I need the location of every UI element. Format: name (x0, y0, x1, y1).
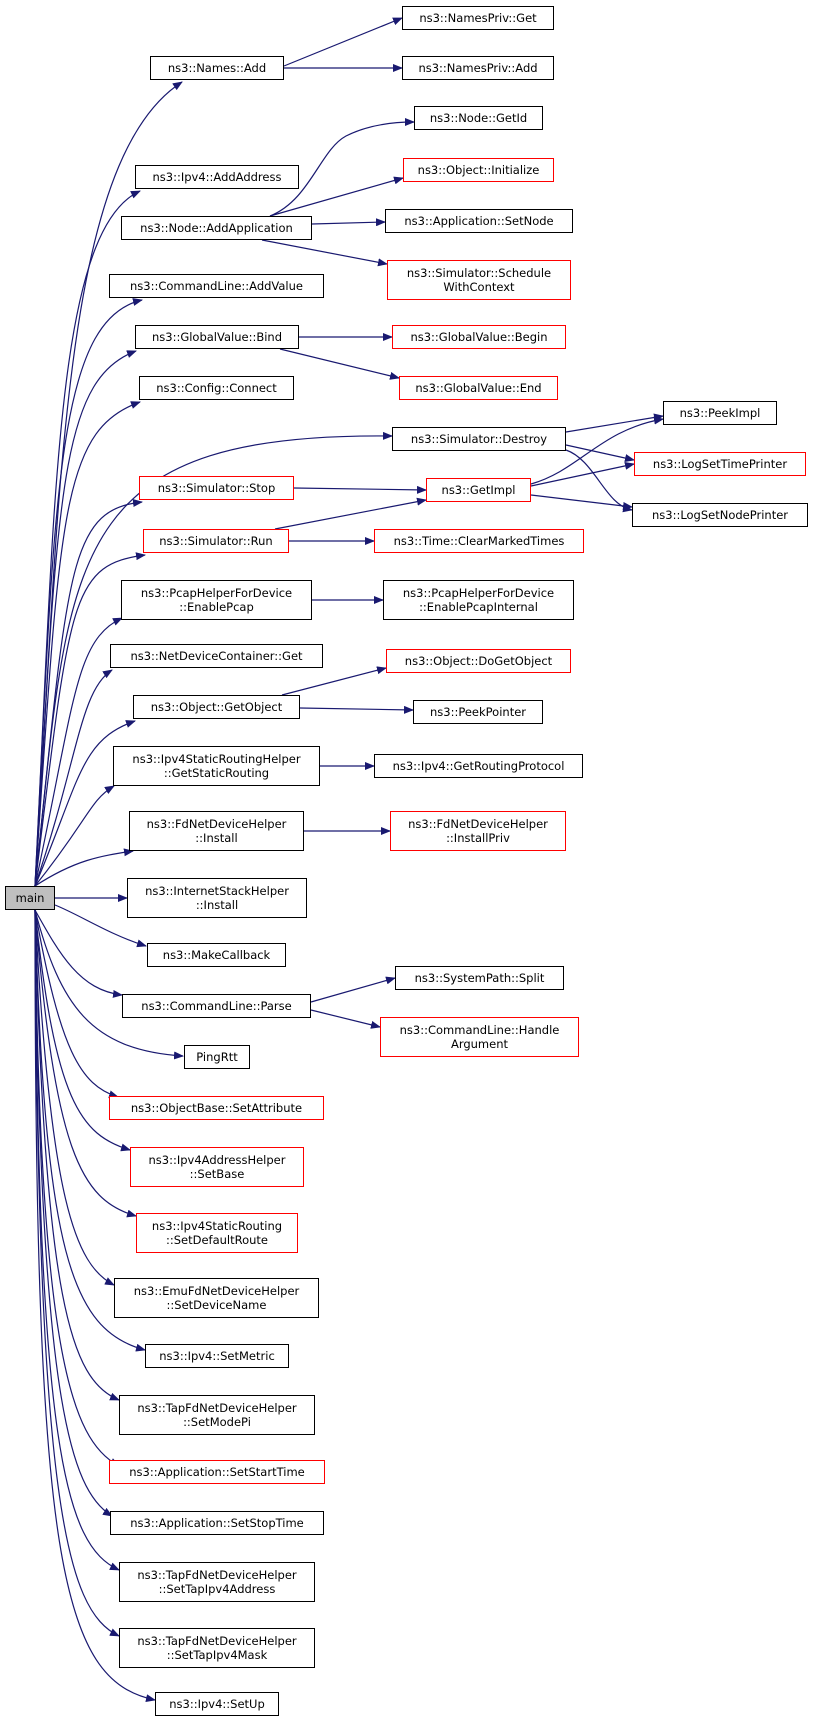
node-makecallback[interactable]: ns3::MakeCallback (147, 943, 286, 967)
node-pingrtt[interactable]: PingRtt (184, 1045, 250, 1069)
node-time-clearmarkedtimes[interactable]: ns3::Time::ClearMarkedTimes (374, 529, 584, 553)
call-edge (34, 909, 120, 1637)
call-edge (34, 552, 146, 887)
node-globalvalue-begin[interactable]: ns3::GlobalValue::Begin (392, 325, 566, 349)
node-tapfdnetdevicehelper-settapipv4address[interactable]: ns3::TapFdNetDeviceHelper ::SetTapIpv4Ad… (119, 1562, 315, 1602)
node-application-setnode[interactable]: ns3::Application::SetNode (385, 209, 573, 233)
node-node-getid[interactable]: ns3::Node::GetId (414, 106, 543, 130)
call-edge (34, 617, 123, 887)
call-edge (281, 666, 387, 696)
call-edge (34, 669, 113, 887)
node-names-add[interactable]: ns3::Names::Add (150, 56, 284, 80)
call-edge (293, 485, 427, 494)
node-node-addapplication[interactable]: ns3::Node::AddApplication (121, 216, 312, 240)
node-pcaphelperfordevice-enablepcap[interactable]: ns3::PcapHelperForDevice ::EnablePcap (121, 580, 312, 620)
node-application-setstoptime[interactable]: ns3::Application::SetStopTime (110, 1511, 324, 1535)
node-ipv4-addaddress[interactable]: ns3::Ipv4::AddAddress (135, 165, 299, 189)
node-application-setstarttime[interactable]: ns3::Application::SetStartTime (109, 1460, 325, 1484)
node-netdevicecontainer-get[interactable]: ns3::NetDeviceContainer::Get (110, 644, 323, 668)
node-logsetnodeprinter[interactable]: ns3::LogSetNodePrinter (632, 503, 808, 527)
call-edge (274, 497, 427, 530)
node-config-connect[interactable]: ns3::Config::Connect (139, 376, 294, 400)
call-edge (34, 350, 137, 887)
call-edge (530, 461, 635, 487)
node-globalvalue-bind[interactable]: ns3::GlobalValue::Bind (135, 325, 299, 349)
node-peekpointer[interactable]: ns3::PeekPointer (413, 700, 543, 724)
node-logsettimeprinter[interactable]: ns3::LogSetTimePrinter (634, 452, 806, 476)
call-edge (283, 17, 403, 67)
call-edge (565, 413, 664, 433)
node-simulator-schedulewithcontext[interactable]: ns3::Simulator::Schedule WithContext (387, 260, 571, 300)
call-edge (34, 848, 134, 887)
call-edge (310, 1009, 381, 1029)
call-edge (34, 298, 143, 887)
node-simulator-stop[interactable]: ns3::Simulator::Stop (139, 476, 294, 500)
node-ipv4staticrouting-setdefaultroute[interactable]: ns3::Ipv4StaticRouting ::SetDefaultRoute (136, 1213, 298, 1253)
node-object-getobject[interactable]: ns3::Object::GetObject (133, 695, 300, 719)
call-edge (530, 494, 633, 510)
call-edge (279, 348, 400, 380)
call-edge (34, 909, 119, 1099)
call-edge (34, 909, 115, 1286)
node-objectbase-setattribute[interactable]: ns3::ObjectBase::SetAttribute (109, 1096, 324, 1120)
call-edge (269, 118, 415, 217)
call-edge (34, 909, 120, 1401)
call-edge (34, 909, 137, 1218)
call-edge (565, 444, 635, 462)
node-ipv4addresshelper-setbase[interactable]: ns3::Ipv4AddressHelper ::SetBase (130, 1147, 304, 1187)
node-peekimpl[interactable]: ns3::PeekImpl (663, 401, 777, 425)
node-systempath-split[interactable]: ns3::SystemPath::Split (395, 966, 564, 990)
call-edge (311, 218, 386, 227)
node-namespriv-get[interactable]: ns3::NamesPriv::Get (402, 6, 554, 30)
node-ipv4-getroutingprotocol[interactable]: ns3::Ipv4::GetRoutingProtocol (374, 754, 583, 778)
call-edge (565, 449, 633, 513)
node-internetstackhelper-install[interactable]: ns3::InternetStackHelper ::Install (127, 878, 307, 918)
call-edge (34, 785, 115, 887)
call-edge (299, 705, 414, 714)
call-edge (34, 909, 113, 1517)
call-edge (34, 498, 143, 887)
node-ipv4-setup[interactable]: ns3::Ipv4::SetUp (155, 1692, 279, 1716)
call-edge (34, 909, 131, 1152)
call-edges (34, 17, 664, 1703)
node-object-dogetobject[interactable]: ns3::Object::DoGetObject (386, 649, 571, 673)
node-fdnetdevicehelper-installpriv[interactable]: ns3::FdNetDeviceHelper ::InstallPriv (390, 811, 566, 851)
node-getimpl[interactable]: ns3::GetImpl (426, 478, 531, 502)
node-ipv4-setmetric[interactable]: ns3::Ipv4::SetMetric (145, 1344, 289, 1368)
call-edge (261, 239, 388, 267)
call-edge (530, 416, 664, 485)
node-commandline-handleargument[interactable]: ns3::CommandLine::Handle Argument (380, 1017, 579, 1057)
node-simulator-run[interactable]: ns3::Simulator::Run (143, 529, 289, 553)
call-edge (269, 176, 404, 217)
call-edge (34, 909, 184, 1060)
call-edge (310, 976, 396, 1003)
node-fdnetdevicehelper-install[interactable]: ns3::FdNetDeviceHelper ::Install (129, 811, 304, 851)
call-edge (34, 909, 146, 1352)
call-edge (34, 720, 136, 887)
node-tapfdnetdevicehelper-setmodepi[interactable]: ns3::TapFdNetDeviceHelper ::SetModePi (119, 1395, 315, 1435)
node-namespriv-add[interactable]: ns3::NamesPriv::Add (402, 56, 554, 80)
call-edge (34, 909, 156, 1703)
node-ipv4staticroutinghelper-getstaticrouting[interactable]: ns3::Ipv4StaticRoutingHelper ::GetStatic… (113, 746, 320, 786)
call-edge (34, 401, 141, 887)
call-edge (54, 904, 147, 948)
node-emufdnetdevicehelper-setdevicename[interactable]: ns3::EmuFdNetDeviceHelper ::SetDeviceNam… (114, 1278, 319, 1318)
node-pcaphelperfordevice-enablepcapinternal[interactable]: ns3::PcapHelperForDevice ::EnablePcapInt… (383, 580, 574, 620)
call-edge (34, 909, 123, 998)
node-main[interactable]: main (5, 886, 55, 910)
node-commandline-parse[interactable]: ns3::CommandLine::Parse (122, 994, 311, 1018)
node-object-initialize[interactable]: ns3::Object::Initialize (403, 158, 554, 182)
node-globalvalue-end[interactable]: ns3::GlobalValue::End (399, 376, 558, 400)
node-tapfdnetdevicehelper-settapipv4mask[interactable]: ns3::TapFdNetDeviceHelper ::SetTapIpv4Ma… (119, 1628, 315, 1668)
node-simulator-destroy[interactable]: ns3::Simulator::Destroy (392, 427, 566, 451)
node-commandline-addvalue[interactable]: ns3::CommandLine::AddValue (109, 274, 324, 298)
